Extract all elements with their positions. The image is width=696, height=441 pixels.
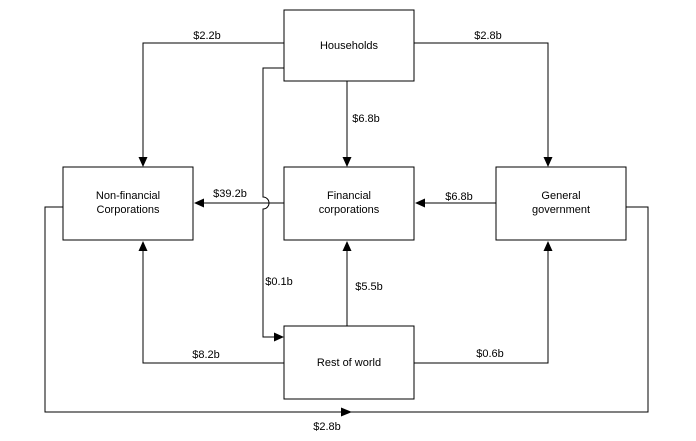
flow-fc-to-nfc-arrowhead <box>194 198 204 208</box>
node-non-financial-corporations-label-line1: Non-financial <box>96 190 160 202</box>
flow-hh-to-gg-arrowhead <box>543 157 553 167</box>
flow-row-to-fc-label: $5.5b <box>355 281 383 293</box>
flow-row-to-gg-arrowhead <box>543 241 553 251</box>
node-financial-corporations-box <box>283 166 415 241</box>
flow-hh-to-nfc-label: $2.2b <box>193 30 221 42</box>
flow-row-to-fc-arrowhead <box>342 241 352 251</box>
flow-gg-to-fc-arrowhead <box>415 198 425 208</box>
flow-row-to-gg-label: $0.6b <box>476 348 504 360</box>
flow-hh-to-row-label: $0.1b <box>265 276 293 288</box>
flow-row-to-gg-line <box>414 251 549 364</box>
flow-gg-to-fc-label: $6.8b <box>445 191 473 203</box>
node-general-government-label-line1: General <box>541 190 580 202</box>
flow-hh-to-fc-label: $6.8b <box>352 113 380 125</box>
node-rest-of-world-box <box>283 325 415 400</box>
node-general-government-label-line2: government <box>532 204 590 216</box>
flow-row-to-nfc-arrowhead <box>138 241 148 251</box>
node-households-label: Households <box>320 40 379 52</box>
node-financial-corporations-label-line2: corporations <box>319 204 380 216</box>
flow-nfc-to-gg-arrowhead <box>341 407 352 417</box>
flow-hh-to-row-line <box>262 67 284 338</box>
node-financial-corporations-label-line1: Financial <box>327 190 371 202</box>
node-households-box <box>283 9 415 82</box>
flow-fc-to-nfc-label: $39.2b <box>213 188 247 200</box>
flow-hh-to-fc-arrowhead <box>342 157 352 167</box>
flow-hh-to-nfc-arrowhead <box>138 157 148 167</box>
flow-row-to-nfc-line <box>142 251 284 364</box>
flow-row-to-nfc-label: $8.2b <box>192 349 220 361</box>
node-non-financial-corporations-box <box>62 166 194 241</box>
flow-hh-to-nfc-line <box>142 42 284 157</box>
flow-hh-to-gg-label: $2.8b <box>474 30 502 42</box>
flow-hh-to-gg-line <box>414 42 549 157</box>
node-general-government-box <box>495 166 627 241</box>
flow-nfc-to-gg-label: $2.8b <box>313 421 341 433</box>
node-rest-of-world-label: Rest of world <box>317 357 381 369</box>
flow-hh-to-row-arrowhead <box>274 332 284 342</box>
node-non-financial-corporations-label-line2: Corporations <box>97 204 160 216</box>
